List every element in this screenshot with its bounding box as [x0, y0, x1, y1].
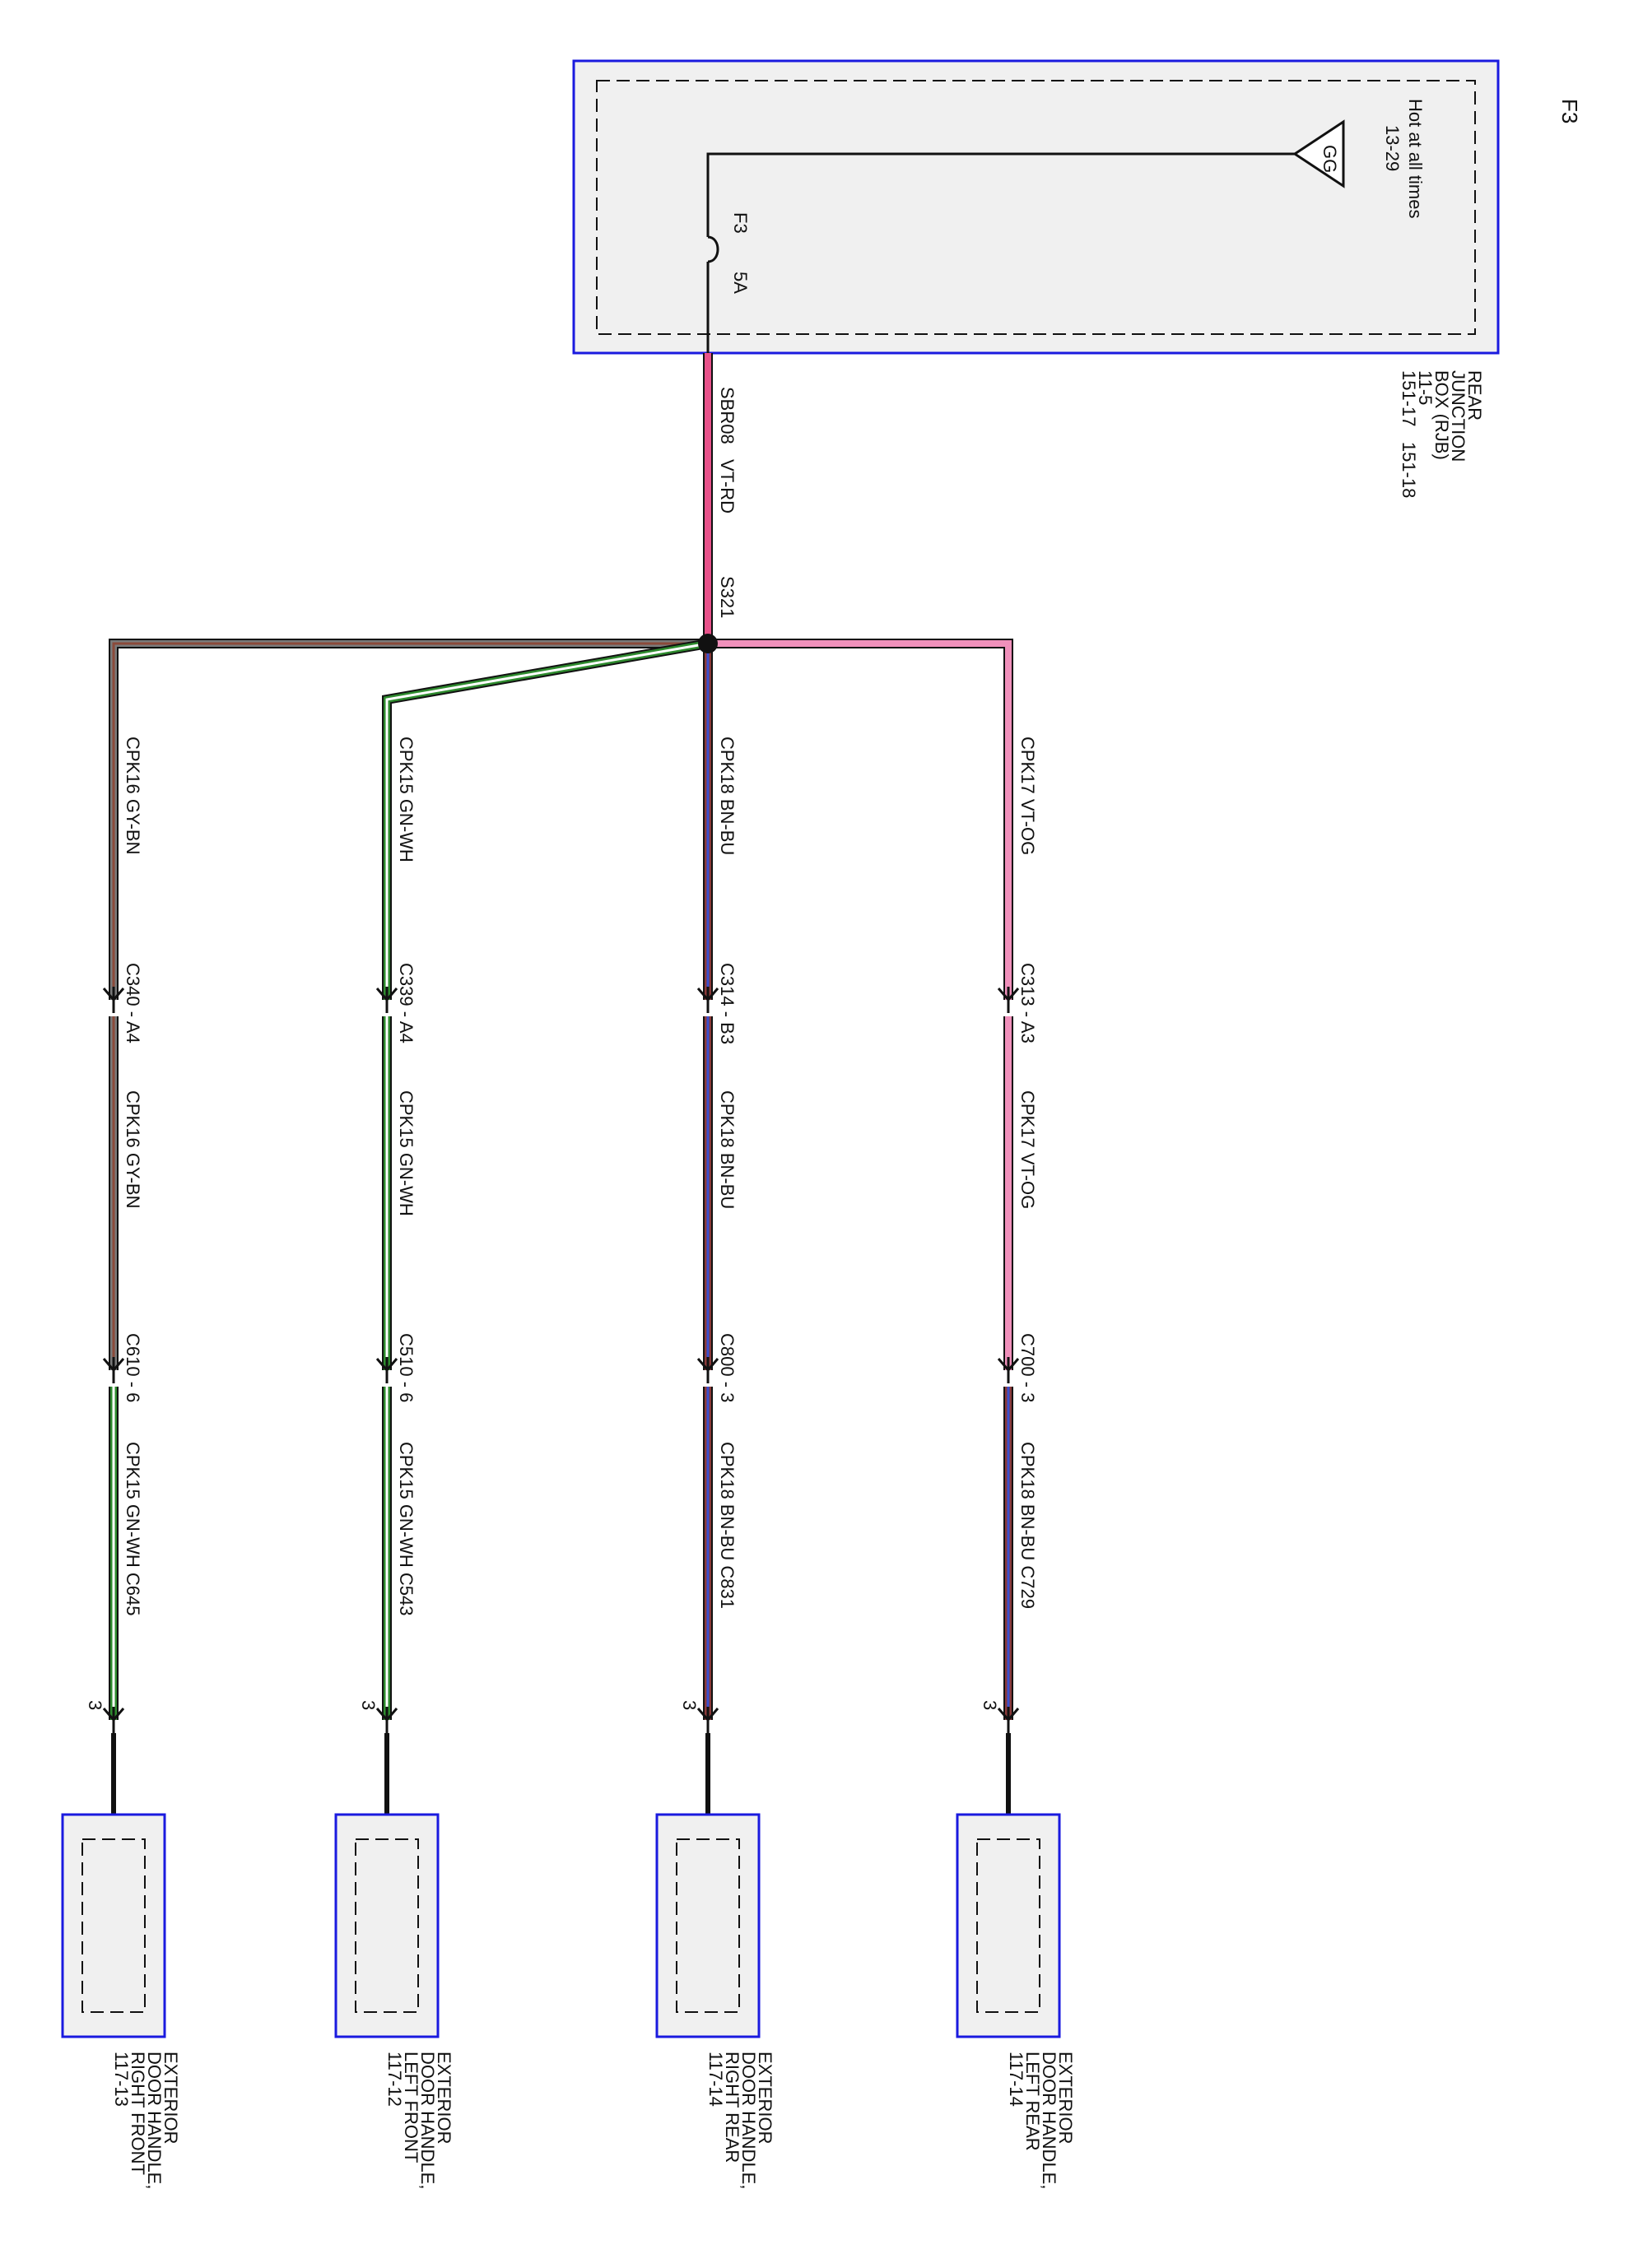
connector-right-front-1 — [102, 987, 125, 1013]
pin-label: 3 — [85, 1700, 105, 1710]
connector-left-rear-1 — [997, 987, 1020, 1013]
branch-left-rear-seg1 — [708, 640, 1012, 1000]
connector-label: C313 - A3 — [1017, 963, 1038, 1043]
wire-label: CPK17 VT-OG — [1017, 737, 1038, 855]
feed-wire: SBR08 VT-RD S321 — [703, 353, 738, 644]
hot-ref: 13-29 — [1382, 125, 1403, 171]
component-box-inner — [676, 1838, 740, 2013]
component-label: 117-12 — [384, 2052, 405, 2107]
rjb-title-line: JUNCTION — [1448, 370, 1468, 462]
wire-label: CPK15 GN-WH C645 — [123, 1442, 143, 1616]
component-label: 117-14 — [1006, 2052, 1026, 2107]
component-label: 117-13 — [111, 2052, 132, 2107]
component-box — [61, 1813, 166, 2038]
component-box-inner — [976, 1838, 1040, 2013]
branch-left-front-seg1-stripe — [385, 642, 709, 1000]
connector-label: C800 - 3 — [717, 1333, 738, 1402]
component-label: EXTERIOR — [161, 2052, 181, 2144]
connector-left-front-1 — [375, 987, 398, 1013]
pin-label: 3 — [679, 1700, 700, 1710]
rjb-title-line: 151-17 151-18 — [1399, 370, 1419, 498]
feed-wire-label: SBR08 VT-RD — [717, 387, 738, 514]
connector-left-front-2 — [375, 1357, 398, 1383]
branch-right-front: CPK16 GY-BN C340 - A4 CPK16 GY-BN C610 - 6 C… — [61, 639, 708, 2189]
component-label: EXTERIOR — [1055, 2052, 1076, 2144]
component-box-inner — [355, 1838, 419, 2013]
branch-wires: CPK16 GY-BN C340 - A4 CPK16 GY-BN C610 - 6 C… — [61, 639, 1076, 2189]
connector-label: C314 - B3 — [717, 963, 738, 1044]
page-title: F3 — [1557, 99, 1582, 123]
rjb-title-line: 11-5 — [1415, 370, 1436, 405]
gg-label: GG — [1319, 145, 1340, 173]
connector-right-front-2 — [102, 1357, 125, 1383]
wire-label: CPK16 GY-BN — [123, 737, 143, 854]
connector-right-rear-2 — [696, 1357, 719, 1383]
connector-label: C700 - 3 — [1017, 1333, 1038, 1402]
component-box — [334, 1813, 440, 2038]
pin-label: 3 — [358, 1700, 379, 1710]
rjb-title-line: BOX (RJB) — [1431, 370, 1452, 460]
wire-label: CPK15 GN-WH — [396, 737, 417, 862]
component-label: LEFT REAR — [1022, 2052, 1043, 2151]
branch-left-front: CPK15 GN-WH C339 - A4 CPK15 GN-WH C510 - 6 C… — [334, 639, 710, 2189]
component-label: 117-14 — [705, 2052, 726, 2107]
component-label: EXTERIOR — [755, 2052, 775, 2144]
branch-left-rear-seg1-outline — [708, 639, 1013, 1000]
wire-label: CPK18 BN-BU — [717, 737, 738, 855]
component-label: DOOR HANDLE, — [1039, 2052, 1059, 2189]
component-box — [655, 1813, 761, 2038]
branch-right-rear: CPK18 BN-BU C314 - B3 CPK18 BN-BU C800 - 3 C… — [655, 644, 775, 2189]
branch-right-front-seg1-stripe — [112, 642, 708, 1000]
rjb-internal-wire — [706, 152, 1295, 237]
hot-at-all-times: Hot at all times — [1405, 99, 1426, 219]
fuse-symbol — [707, 235, 719, 263]
connector-label: C510 - 6 — [396, 1333, 417, 1402]
component-box-inner — [81, 1838, 146, 2013]
rjb-outline — [572, 59, 1500, 355]
component-label: DOOR HANDLE, — [144, 2052, 165, 2189]
component-label: DOOR HANDLE, — [738, 2052, 759, 2189]
power-source-triangle — [1292, 119, 1345, 188]
component-label: EXTERIOR — [434, 2052, 454, 2144]
fuse-rating: 5A — [730, 272, 751, 294]
branch-left-rear: CPK17 VT-OG C313 - A3 CPK17 VT-OG C700 - 3 C… — [708, 639, 1076, 2189]
pin-label: 3 — [980, 1700, 1000, 1710]
rear-junction-box: GG Hot at all times 13-29 F3 5A REAR JUN… — [572, 59, 1500, 498]
connector-label: C340 - A4 — [123, 963, 143, 1043]
rjb-inner-dashed — [596, 80, 1476, 335]
wire-label: CPK18 BN-BU C729 — [1017, 1442, 1038, 1609]
rjb-title-line: REAR — [1464, 370, 1485, 421]
wire-label: CPK16 GY-BN — [123, 1090, 143, 1208]
fuse-id: F3 — [730, 212, 751, 234]
connector-right-front-3 — [102, 1707, 125, 1733]
splice-s321 — [698, 634, 718, 653]
wire-label: CPK17 VT-OG — [1017, 1090, 1038, 1209]
rjb-title: REAR JUNCTION BOX (RJB) 11-5 151-17 151-… — [1399, 370, 1485, 498]
branch-left-front-seg1 — [384, 640, 709, 1000]
connector-left-rear-3 — [997, 1707, 1020, 1733]
connector-label: C610 - 6 — [123, 1333, 143, 1402]
connector-right-rear-3 — [696, 1707, 719, 1733]
connector-label: C339 - A4 — [396, 963, 417, 1043]
component-label: LEFT FRONT — [401, 2052, 421, 2163]
connector-right-rear-1 — [696, 987, 719, 1013]
wire-label: CPK18 BN-BU C831 — [717, 1442, 738, 1609]
component-label: DOOR HANDLE, — [417, 2052, 438, 2189]
wire-label: CPK15 GN-WH C543 — [396, 1442, 417, 1616]
splice-label: S321 — [717, 576, 738, 618]
connector-left-front-3 — [375, 1707, 398, 1733]
connector-left-rear-2 — [997, 1357, 1020, 1383]
component-box — [956, 1813, 1061, 2038]
branch-left-front-seg1-outline — [382, 639, 710, 1000]
component-label: RIGHT FRONT — [128, 2052, 148, 2175]
wire-label: CPK18 BN-BU — [717, 1090, 738, 1209]
wire-label: CPK15 GN-WH — [396, 1090, 417, 1216]
component-label: RIGHT REAR — [722, 2052, 742, 2163]
